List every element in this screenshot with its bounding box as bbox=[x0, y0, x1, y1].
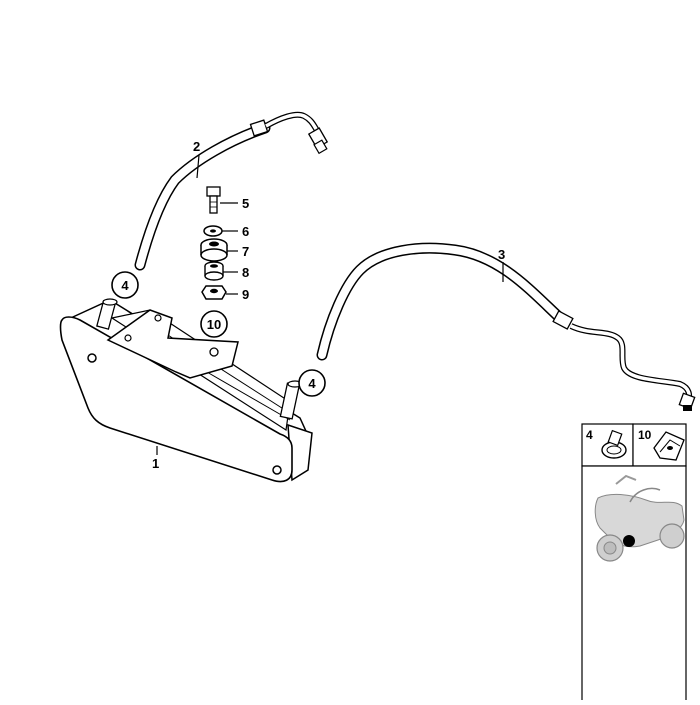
svg-text:4: 4 bbox=[121, 278, 129, 293]
inset-label-4: 4 bbox=[586, 428, 593, 442]
leader-lines bbox=[156, 154, 504, 455]
circled-label-10: 10 bbox=[200, 310, 228, 338]
circled-label-4-right: 4 bbox=[298, 369, 326, 397]
part-label-3: 3 bbox=[498, 247, 505, 262]
svg-text:10: 10 bbox=[207, 317, 221, 332]
part-label-5: 5 bbox=[242, 196, 249, 211]
mounting-bracket bbox=[106, 309, 239, 379]
hose-2-fitting bbox=[307, 127, 329, 155]
oil-cooler bbox=[59, 298, 313, 483]
cooler-right-connector bbox=[279, 380, 303, 420]
part-label-6: 6 bbox=[242, 224, 249, 239]
part-label-1: 1 bbox=[152, 456, 159, 471]
circled-label-4-left: 4 bbox=[111, 271, 139, 299]
motorcycle-icon bbox=[594, 474, 685, 562]
bolt bbox=[206, 186, 221, 214]
part-label-8: 8 bbox=[242, 265, 249, 280]
inset-legend: 4 10 00010951 bbox=[581, 423, 687, 705]
location-marker bbox=[623, 535, 635, 547]
svg-text:4: 4 bbox=[308, 376, 316, 391]
part-label-7: 7 bbox=[242, 244, 249, 259]
sleeve bbox=[204, 261, 224, 281]
hose-2 bbox=[134, 111, 329, 271]
hose-3-fitting bbox=[678, 392, 696, 411]
clip-nut-icon bbox=[653, 431, 685, 461]
washer bbox=[203, 225, 223, 237]
hose-clip-icon bbox=[601, 429, 627, 459]
nut bbox=[201, 285, 227, 300]
part-label-2: 2 bbox=[193, 139, 200, 154]
cooler-left-connector bbox=[96, 298, 118, 330]
hose-3 bbox=[316, 242, 696, 411]
inset-label-10: 10 bbox=[638, 428, 652, 442]
leader-2 bbox=[196, 154, 200, 179]
part-label-9: 9 bbox=[242, 287, 249, 302]
rubber-mount bbox=[200, 238, 228, 262]
